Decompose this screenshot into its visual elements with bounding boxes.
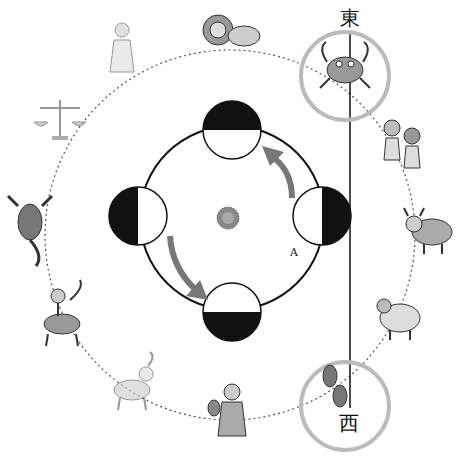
- gemini-figure: [384, 120, 420, 168]
- direction-label: 西: [337, 412, 361, 434]
- sagittarius-figure: [44, 280, 81, 346]
- moon-top: [203, 101, 261, 159]
- orbit-arrow: [170, 146, 292, 300]
- direction-label: 東: [338, 7, 362, 29]
- highlight-circle: [301, 32, 389, 120]
- aries-figure: [377, 299, 420, 340]
- aquarius-figure: [208, 384, 246, 436]
- moon-right: [293, 187, 351, 245]
- moon-left: [109, 187, 167, 245]
- highlight-circle: [301, 362, 389, 450]
- taurus-figure: [404, 208, 452, 254]
- leo-figure: [203, 15, 260, 46]
- capricorn-figure: [114, 352, 153, 410]
- virgo-figure: [110, 23, 134, 72]
- scorpio-figure: [8, 196, 52, 266]
- horizon-line: [349, 32, 351, 408]
- point-label: A: [290, 247, 298, 258]
- cancer-figure: [320, 42, 370, 88]
- sun: [217, 207, 239, 229]
- libra-figure: [34, 100, 86, 140]
- pisces-figure: [323, 365, 347, 407]
- moon-bottom: [203, 283, 261, 341]
